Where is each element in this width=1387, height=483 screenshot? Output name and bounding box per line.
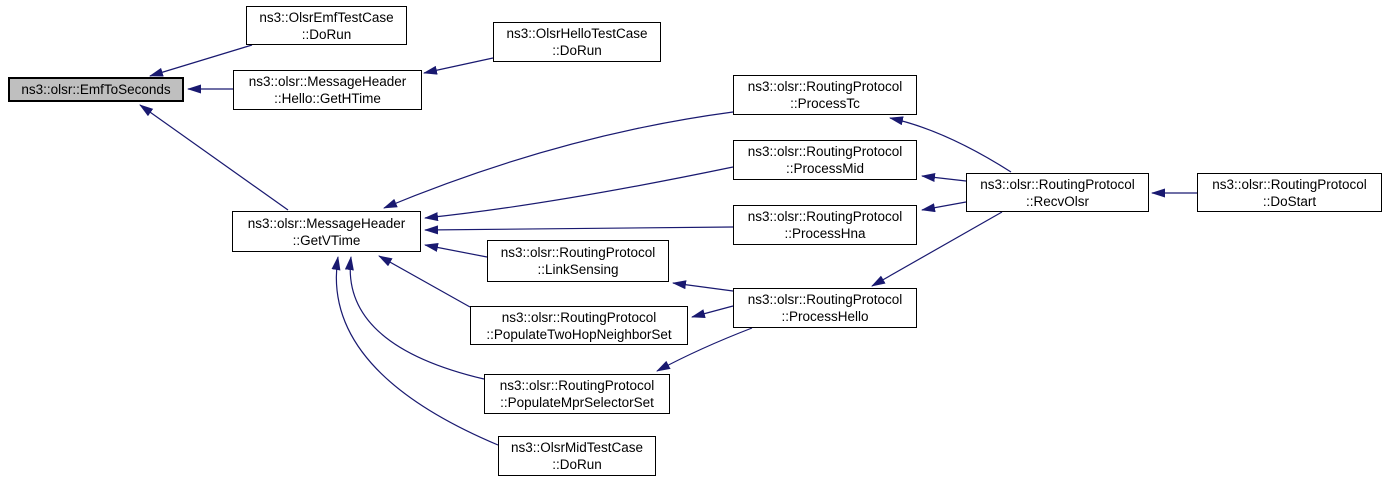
edge-recv-olsr-to-process-tc	[889, 116, 1012, 173]
edge-recv-olsr-to-process-hna	[921, 201, 967, 213]
node-label-line2: ::ProcessMid	[785, 161, 865, 176]
edge-olsr-emf-dorun-to-emf-to-seconds	[149, 44, 253, 77]
node-label-line2: ::DoRun	[552, 457, 602, 472]
edge-recv-olsr-to-process-hello	[871, 211, 1003, 287]
node-label-line1: ns3::olsr::RoutingProtocol	[747, 292, 903, 307]
edge-get-vtime-to-emf-to-seconds	[139, 104, 289, 211]
node-label-line2: ::Hello::GetHTime	[274, 91, 381, 106]
node-olsr-emf-dorun[interactable]: ns3::OlsrEmfTestCase::DoRun	[246, 6, 407, 45]
node-get-vtime[interactable]: ns3::olsr::MessageHeader::GetVTime	[232, 211, 421, 252]
node-get-htime[interactable]: ns3::olsr::MessageHeader::Hello::GetHTim…	[233, 70, 422, 110]
node-label-line1: ns3::olsr::EmfToSeconds	[21, 82, 171, 97]
node-label-line2: ::DoRun	[552, 43, 602, 58]
node-label-line2: ::ProcessHna	[784, 226, 866, 241]
node-label-line2: ::PopulateMprSelectorSet	[500, 395, 654, 410]
node-label-line1: ns3::OlsrEmfTestCase	[259, 9, 394, 25]
edge-process-mid-to-get-vtime	[424, 166, 734, 222]
node-label-line1: ns3::olsr::RoutingProtocol	[747, 209, 903, 224]
node-label-line1: ns3::olsr::RoutingProtocol	[747, 79, 903, 94]
node-label-line2: ::GetVTime	[292, 232, 361, 248]
node-process-mid[interactable]: ns3::olsr::RoutingProtocol::ProcessMid	[733, 140, 917, 180]
edge-process-hna-to-get-vtime	[424, 225, 734, 235]
node-label-line2: ::ProcessHello	[781, 309, 869, 324]
node-recv-olsr[interactable]: ns3::olsr::RoutingProtocol::RecvOlsr	[966, 173, 1149, 212]
node-label-line2: ::PopulateTwoHopNeighborSet	[486, 326, 672, 342]
node-label-line1: ns3::olsr::MessageHeader	[248, 74, 407, 89]
edge-link-sensing-to-get-vtime	[424, 243, 488, 258]
edge-process-hello-to-pop-mpr	[656, 327, 753, 372]
edge-olsr-mid-dorun-to-get-vtime	[331, 256, 499, 446]
node-olsr-hello-dorun[interactable]: ns3::OlsrHelloTestCase::DoRun	[493, 22, 661, 62]
node-label-line2: ::RecvOlsr	[1025, 193, 1089, 209]
node-process-tc[interactable]: ns3::olsr::RoutingProtocol::ProcessTc	[733, 75, 917, 115]
node-label-line1: ns3::olsr::RoutingProtocol	[747, 144, 903, 159]
node-label-line1: ns3::olsr::RoutingProtocol	[501, 309, 657, 325]
node-process-hello[interactable]: ns3::olsr::RoutingProtocol::ProcessHello	[733, 288, 917, 328]
node-pop-mpr[interactable]: ns3::olsr::RoutingProtocol::PopulateMprS…	[484, 374, 670, 414]
node-label-line1: ns3::olsr::RoutingProtocol	[500, 245, 656, 260]
node-label-line1: ns3::olsr::RoutingProtocol	[499, 378, 655, 393]
node-emf-to-seconds: ns3::olsr::EmfToSeconds	[8, 77, 184, 102]
node-label-line1: ns3::olsr::RoutingProtocol	[980, 176, 1135, 192]
edge-process-tc-to-get-vtime	[383, 111, 734, 209]
node-label-line2: ::DoStart	[1262, 193, 1317, 209]
node-label-line1: ns3::OlsrHelloTestCase	[506, 26, 648, 41]
edge-recv-olsr-to-process-mid	[921, 172, 967, 182]
node-do-start[interactable]: ns3::olsr::RoutingProtocol::DoStart	[1197, 173, 1382, 212]
node-label-line1: ns3::olsr::RoutingProtocol	[1212, 176, 1367, 192]
node-process-hna[interactable]: ns3::olsr::RoutingProtocol::ProcessHna	[733, 205, 917, 245]
edge-pop-two-hop-to-get-vtime	[378, 255, 471, 308]
node-link-sensing[interactable]: ns3::olsr::RoutingProtocol::LinkSensing	[487, 240, 669, 282]
node-olsr-mid-dorun[interactable]: ns3::OlsrMidTestCase::DoRun	[498, 436, 656, 476]
node-label-line2: ::DoRun	[301, 26, 352, 42]
edge-process-hello-to-pop-two-hop	[691, 305, 734, 318]
node-label-line1: ns3::olsr::MessageHeader	[247, 215, 406, 231]
edge-olsr-hello-dorun-to-get-htime	[423, 57, 494, 75]
node-pop-two-hop[interactable]: ns3::olsr::RoutingProtocol::PopulateTwoH…	[470, 306, 688, 345]
edge-process-hello-to-link-sensing	[672, 280, 734, 292]
node-label-line2: ::LinkSensing	[537, 262, 619, 277]
node-label-line2: ::ProcessTc	[790, 96, 860, 111]
node-label-line1: ns3::OlsrMidTestCase	[510, 440, 644, 455]
edge-pop-mpr-to-get-vtime	[344, 256, 485, 380]
